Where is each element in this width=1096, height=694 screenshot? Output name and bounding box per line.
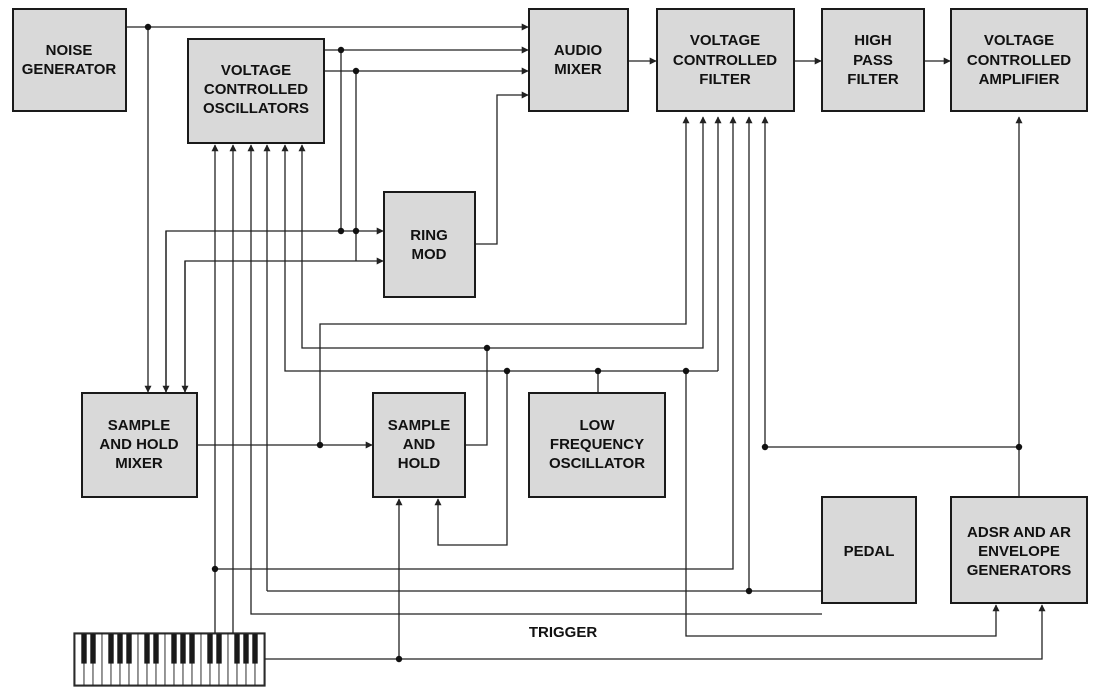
block-envelope-line-2: ENVELOPE: [978, 543, 1060, 560]
black-key: [252, 634, 258, 664]
block-envelope-line-3: GENERATORS: [967, 562, 1071, 579]
keyboard: [73, 632, 266, 687]
junction-dot: [352, 67, 360, 75]
junction-dot: [503, 367, 511, 375]
block-sh-mixer-line-2: AND HOLD: [99, 436, 178, 453]
block-vco-line-2: CONTROLLED: [204, 81, 308, 98]
block-sh-mixer-line-3: MIXER: [115, 455, 163, 472]
block-sample-hold-line-1: SAMPLE: [388, 417, 451, 434]
junction-dot: [337, 227, 345, 235]
black-key: [144, 634, 150, 664]
black-key: [90, 634, 96, 664]
wire-trigger: [265, 604, 1046, 660]
black-key: [189, 634, 195, 664]
block-sample-hold-line-2: AND: [403, 436, 436, 453]
junction-dot: [352, 227, 360, 235]
block-hpf: HIGH PASS FILTER: [821, 8, 925, 112]
block-sample-hold-mixer: SAMPLE AND HOLD MIXER: [81, 392, 198, 498]
junction-dot: [594, 367, 602, 375]
wire-ring-to-audio-mixer: [475, 91, 529, 245]
block-audio-mixer-line-1: AUDIO: [554, 42, 603, 59]
block-envelope-line-1: ADSR AND AR: [967, 524, 1071, 541]
black-key: [126, 634, 132, 664]
wire-lfo-to-envelope: [685, 371, 1000, 637]
black-key: [180, 634, 186, 664]
black-key: [216, 634, 222, 664]
black-key: [108, 634, 114, 664]
block-vca-line-1: VOLTAGE: [984, 32, 1054, 49]
block-vcf: VOLTAGE CONTROLLED FILTER: [656, 8, 795, 112]
block-sample-hold: SAMPLE AND HOLD: [372, 392, 466, 498]
junction-dot: [395, 655, 403, 663]
wire-mod-bus-to-vcf: [487, 116, 707, 349]
block-ring-mod-line-2: MOD: [412, 246, 447, 263]
block-vco: VOLTAGE CONTROLLED OSCILLATORS: [187, 38, 325, 144]
junction-dot: [1015, 443, 1023, 451]
trigger-label: TRIGGER: [529, 624, 598, 641]
block-hpf-line-2: PASS: [853, 52, 893, 69]
block-noise-generator: NOISE GENERATOR: [12, 8, 127, 112]
black-key: [171, 634, 177, 664]
black-key: [117, 634, 123, 664]
junction-dot: [761, 443, 769, 451]
block-ring-mod-line-1: RING: [410, 227, 448, 244]
junction-dot: [337, 46, 345, 54]
block-audio-mixer: AUDIO MIXER: [528, 8, 629, 112]
wire-sh-to-vcf: [319, 116, 690, 445]
block-sh-mixer-line-1: SAMPLE: [108, 417, 171, 434]
block-lfo: LOW FREQUENCY OSCILLATOR: [528, 392, 666, 498]
block-noise-generator-line-1: NOISE: [46, 42, 93, 59]
junction-dot: [682, 367, 690, 375]
block-audio-mixer-line-2: MIXER: [554, 61, 602, 78]
block-sample-hold-line-3: HOLD: [398, 455, 441, 472]
junction-dot: [211, 565, 219, 573]
block-ring-mod: RING MOD: [383, 191, 476, 298]
wire-pedal-to-vcf: [745, 116, 822, 592]
wire-envelope-to-vcf: [761, 116, 1019, 448]
black-key: [81, 634, 87, 664]
block-vco-line-1: VOLTAGE: [221, 62, 291, 79]
block-envelope-generators: ADSR AND AR ENVELOPE GENERATORS: [950, 496, 1088, 604]
block-vcf-line-3: FILTER: [699, 71, 751, 88]
block-lfo-line-1: LOW: [580, 417, 616, 434]
wire-pedal-to-vco: [247, 144, 822, 615]
block-vca: VOLTAGE CONTROLLED AMPLIFIER: [950, 8, 1088, 112]
black-key: [243, 634, 249, 664]
block-vcf-line-2: CONTROLLED: [673, 52, 777, 69]
junction-dot: [483, 344, 491, 352]
junction-dot: [316, 441, 324, 449]
block-noise-generator-line-2: GENERATOR: [22, 61, 117, 78]
junction-dots: [144, 23, 1023, 663]
block-lfo-line-2: FREQUENCY: [550, 436, 644, 453]
block-lfo-line-3: OSCILLATOR: [549, 455, 645, 472]
junction-dot: [144, 23, 152, 31]
block-vca-line-3: AMPLIFIER: [979, 71, 1060, 88]
block-pedal-line-1: PEDAL: [844, 543, 895, 560]
block-pedal: PEDAL: [821, 496, 917, 604]
wire-ring-input-1: [165, 227, 384, 392]
wire-lfo-to-sh-clock: [434, 371, 508, 546]
block-vca-line-2: CONTROLLED: [967, 52, 1071, 69]
junction-dot: [745, 587, 753, 595]
black-key: [153, 634, 159, 664]
wire-keyboard-cv-to-vcf: [215, 116, 737, 570]
black-key: [207, 634, 213, 664]
black-key: [234, 634, 240, 664]
wire-lfo-to-vco: [281, 144, 718, 372]
block-hpf-line-1: HIGH: [854, 32, 892, 49]
block-vcf-line-1: VOLTAGE: [690, 32, 760, 49]
block-hpf-line-3: FILTER: [847, 71, 899, 88]
block-vco-line-3: OSCILLATORS: [203, 100, 309, 117]
